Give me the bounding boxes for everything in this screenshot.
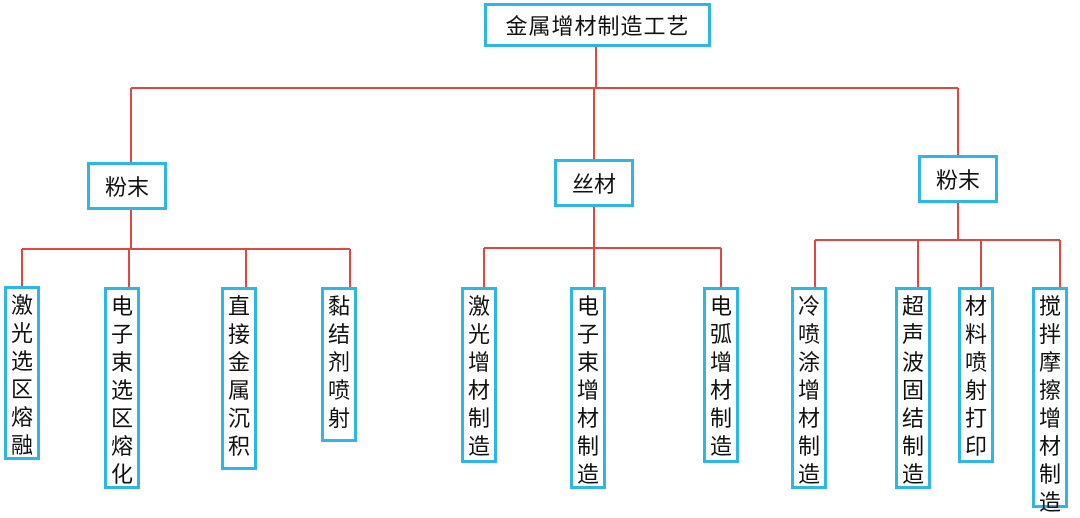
process-node-laser-am: 激光增材制造 <box>461 287 497 463</box>
process-label: 超声波固结制造 <box>901 295 924 488</box>
process-label: 电弧增材制造 <box>709 295 732 460</box>
category-label: 粉末 <box>935 169 980 194</box>
process-label: 直接金属沉积 <box>227 295 250 460</box>
process-node-friction-stir: 搅拌摩擦增材制造 <box>1032 287 1068 516</box>
process-node-ded: 直接金属沉积 <box>221 287 257 470</box>
process-node-material-jetting: 材料喷射打印 <box>958 287 994 463</box>
process-label: 激光选区熔融 <box>10 294 33 459</box>
process-label: 冷喷涂增材制造 <box>797 295 820 488</box>
category-node-wire: 丝材 <box>554 159 634 207</box>
process-node-slm: 激光选区熔融 <box>4 286 40 460</box>
process-label: 材料喷射打印 <box>964 295 987 460</box>
category-node-powder-2: 粉末 <box>918 155 998 203</box>
process-node-ebam: 电子束增材制造 <box>570 287 606 489</box>
process-label: 激光增材制造 <box>467 295 490 460</box>
category-label: 粉末 <box>104 176 149 201</box>
process-node-ultrasonic: 超声波固结制造 <box>895 287 931 489</box>
process-label: 搅拌摩擦增材制造 <box>1038 295 1061 516</box>
root-node: 金属增材制造工艺 <box>484 3 711 47</box>
process-label: 电子束增材制造 <box>576 295 599 488</box>
process-label: 电子束选区熔化 <box>110 295 133 488</box>
category-label: 丝材 <box>571 173 616 198</box>
process-node-ebm: 电子束选区熔化 <box>104 287 140 489</box>
root-label: 金属增材制造工艺 <box>505 15 690 40</box>
category-node-powder-1: 粉末 <box>87 162 167 210</box>
process-node-cold-spray: 冷喷涂增材制造 <box>791 287 827 489</box>
process-node-waam: 电弧增材制造 <box>703 287 739 463</box>
process-label: 黏结剂喷射 <box>327 295 350 432</box>
process-node-binder-jetting: 黏结剂喷射 <box>321 287 357 442</box>
